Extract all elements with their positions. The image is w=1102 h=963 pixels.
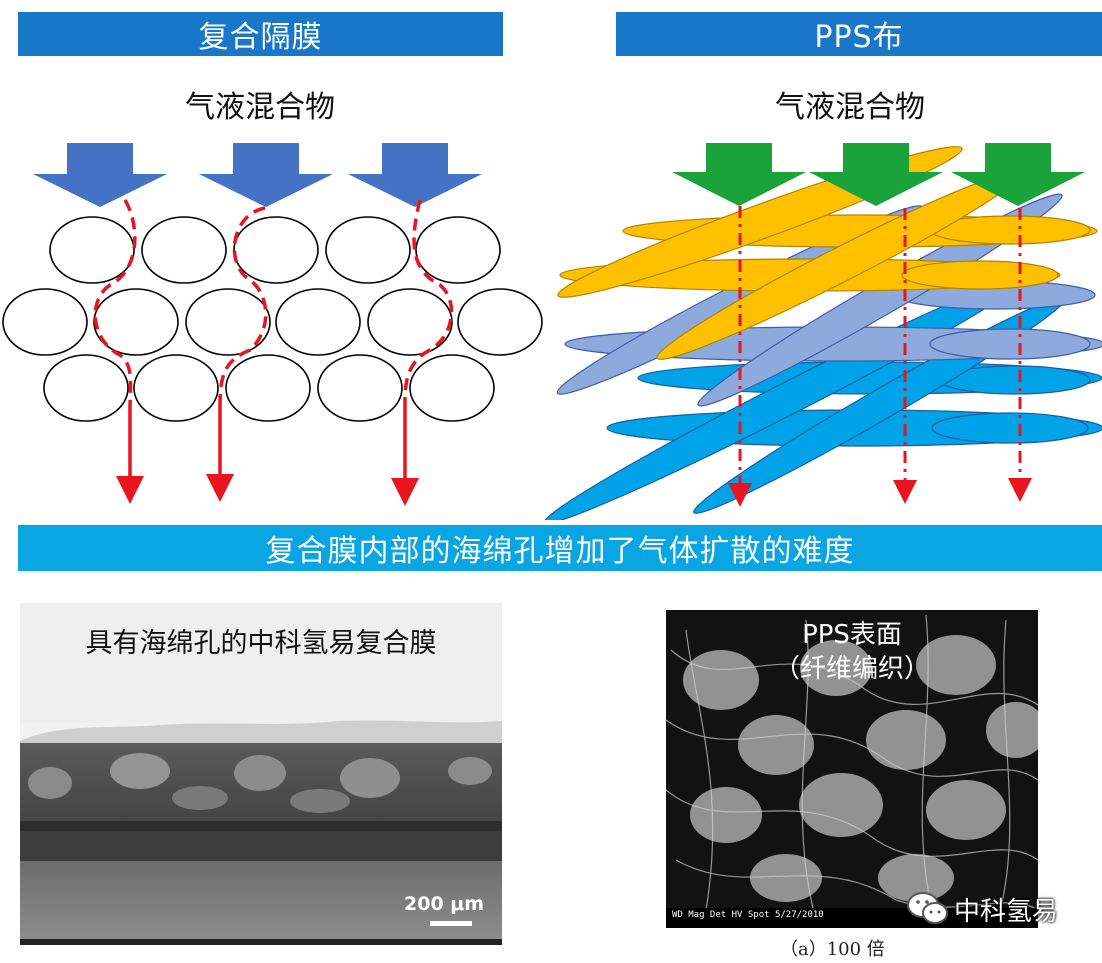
sem-right-panel: PPS表面 （纤维编织） WD Mag Det HV Spot 5/27/201… xyxy=(666,610,1038,928)
particle xyxy=(416,217,500,283)
watermark: 中科氢易 xyxy=(906,890,1058,928)
particle xyxy=(142,217,226,283)
sem-right-subtitle: （纤维编织） xyxy=(666,648,1038,685)
particle xyxy=(50,217,134,283)
diagram-svg xyxy=(0,0,1102,520)
particle xyxy=(3,289,87,355)
particle xyxy=(134,355,218,421)
watermark-text: 中科氢易 xyxy=(954,891,1058,928)
particle xyxy=(234,217,318,283)
particle-circles xyxy=(3,217,542,421)
middle-banner: 复合膜内部的海绵孔增加了气体扩散的难度 xyxy=(18,525,1102,571)
blue-down-arrow xyxy=(348,143,482,207)
sem-left-label: 具有海绵孔的中科氢易复合膜 xyxy=(20,621,502,660)
particle xyxy=(326,217,410,283)
sem-left-panel: 具有海绵孔的中科氢易复合膜 200 μm xyxy=(20,603,502,945)
wechat-icon xyxy=(906,890,950,928)
particle xyxy=(410,355,494,421)
fiber-cyan xyxy=(932,413,1088,443)
scale-bar-label: 200 μm xyxy=(404,893,484,915)
middle-banner-text: 复合膜内部的海绵孔增加了气体扩散的难度 xyxy=(266,526,855,570)
particle xyxy=(226,355,310,421)
particle xyxy=(458,289,542,355)
particle xyxy=(318,355,402,421)
sem-right-title: PPS表面 xyxy=(666,614,1038,651)
blue-down-arrow xyxy=(33,143,167,207)
fiber-lavender xyxy=(930,329,1090,359)
particle xyxy=(186,289,270,355)
particle xyxy=(44,355,128,421)
sem-right-caption: （a）100 倍 xyxy=(780,935,885,961)
blue-down-arrow xyxy=(199,143,333,207)
sem-info-bar: WD Mag Det HV Spot 5/27/2010 xyxy=(672,910,824,920)
particle xyxy=(276,289,360,355)
particle xyxy=(368,289,452,355)
left-down-arrows xyxy=(33,143,482,207)
right-down-arrows xyxy=(672,143,1085,206)
fiber-gold xyxy=(902,261,1058,289)
